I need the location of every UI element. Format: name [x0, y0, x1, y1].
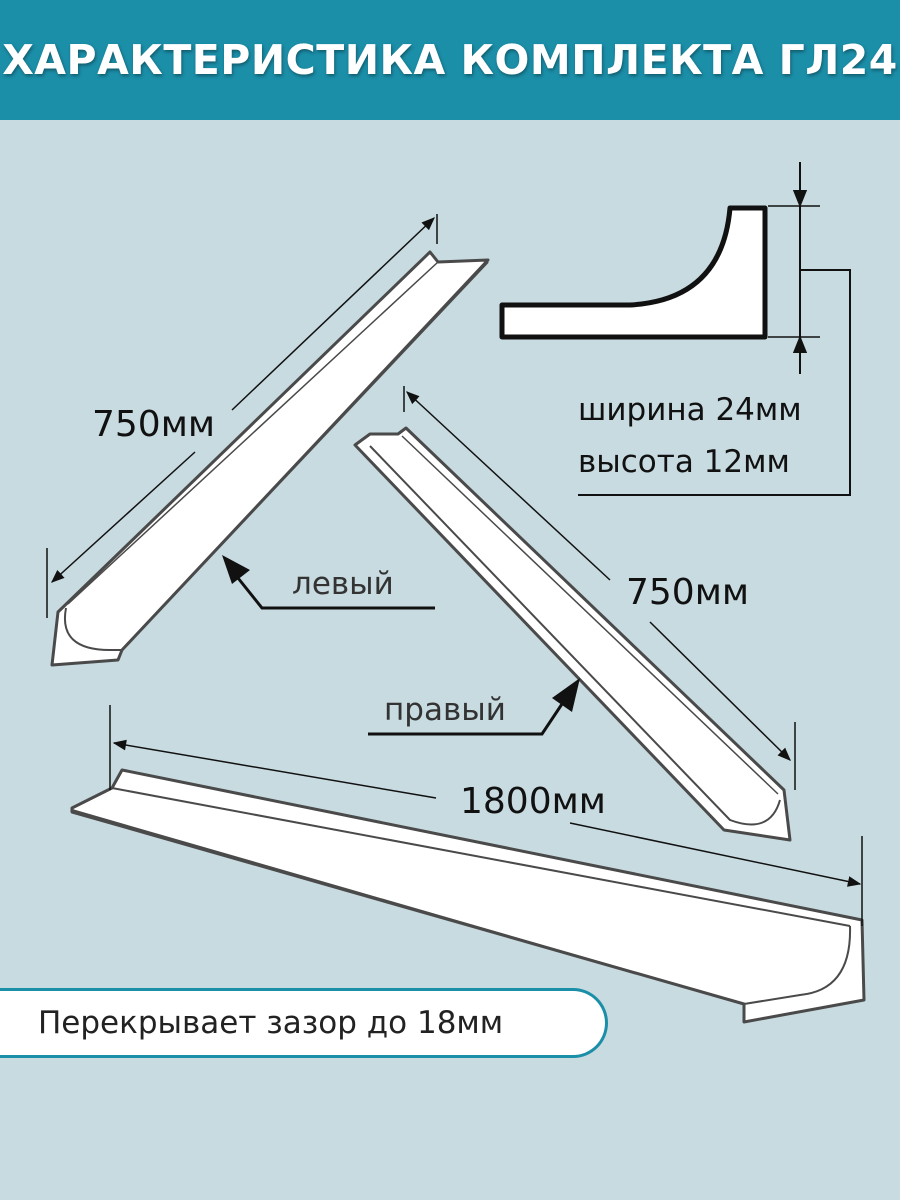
right-piece-label: правый — [384, 692, 506, 728]
cross-section-dimensions — [578, 162, 851, 496]
height-spec-label: высота 12мм — [578, 444, 790, 480]
bottom-length-dimension — [109, 705, 863, 926]
left-piece-label: левый — [292, 566, 394, 602]
bottom-length-label: 1800мм — [460, 781, 606, 822]
page-header: ХАРАКТЕРИСТИКА КОМПЛЕКТА ГЛ24 — [0, 0, 900, 120]
right-length-dimension — [403, 386, 796, 790]
gap-coverage-text: Перекрывает зазор до 18мм — [38, 1005, 504, 1041]
profile-cross-section — [499, 205, 768, 340]
gap-coverage-note: Перекрывает зазор до 18мм — [0, 988, 608, 1058]
width-spec-label: ширина 24мм — [578, 392, 802, 428]
page-title: ХАРАКТЕРИСТИКА КОМПЛЕКТА ГЛ24 — [2, 36, 898, 84]
bottom-profile-piece — [70, 768, 866, 1024]
left-length-dimension — [46, 214, 438, 618]
right-length-label: 750мм — [626, 572, 749, 613]
left-piece-leader — [222, 555, 435, 610]
right-profile-piece — [353, 426, 792, 842]
left-length-label: 750мм — [92, 404, 215, 445]
left-profile-piece — [50, 250, 490, 667]
right-piece-leader — [368, 678, 580, 736]
